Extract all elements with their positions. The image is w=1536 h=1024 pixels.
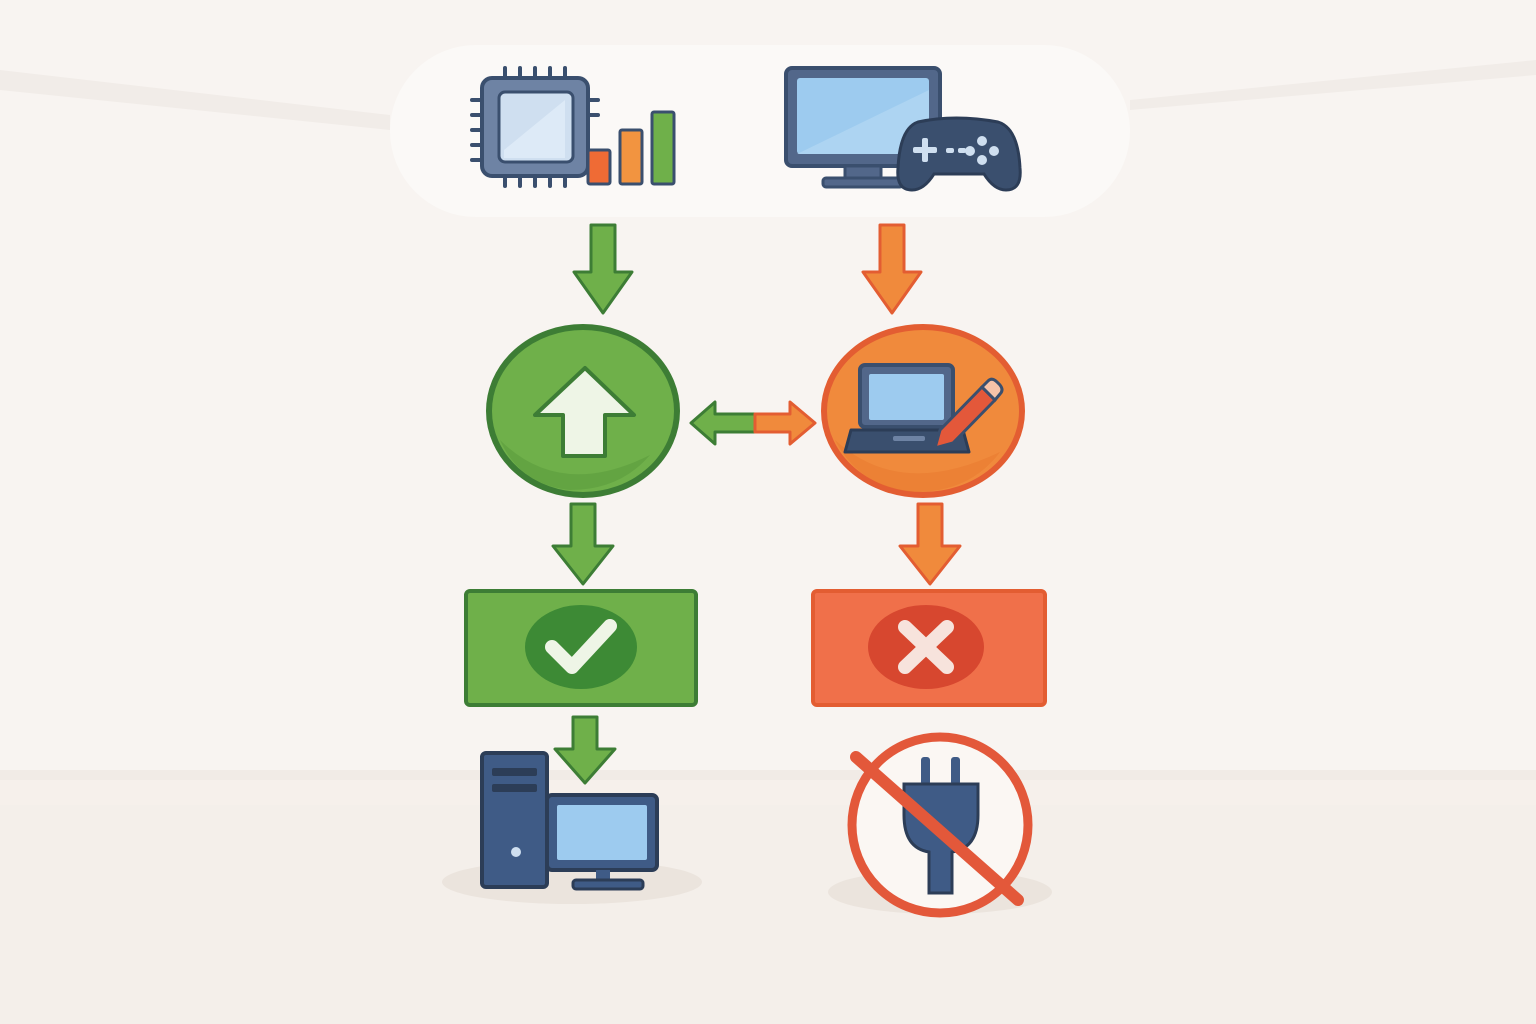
ceiling-line-left bbox=[0, 70, 390, 130]
cpu-chip-icon bbox=[470, 66, 600, 188]
floor bbox=[0, 805, 1536, 1024]
checkmark-icon bbox=[545, 619, 617, 674]
laptop-with-pen-icon bbox=[843, 363, 1004, 454]
arrow-down-orange-1 bbox=[861, 223, 923, 315]
gamepad-icon bbox=[896, 116, 1022, 192]
arrow-down-green-2 bbox=[551, 502, 615, 586]
up-arrow-icon bbox=[533, 366, 636, 458]
arrow-down-orange-2 bbox=[898, 502, 962, 586]
desktop-computer-icon bbox=[480, 751, 659, 891]
x-mark-icon bbox=[898, 620, 954, 674]
bidirectional-arrow bbox=[689, 400, 817, 446]
arrow-down-green-1 bbox=[572, 223, 634, 315]
baseboard-top bbox=[0, 770, 1536, 780]
ceiling-line-right bbox=[1130, 60, 1536, 110]
signal-bars-icon bbox=[586, 110, 676, 186]
arrow-down-green-3 bbox=[553, 715, 617, 785]
no-power-plug-icon bbox=[847, 732, 1033, 918]
